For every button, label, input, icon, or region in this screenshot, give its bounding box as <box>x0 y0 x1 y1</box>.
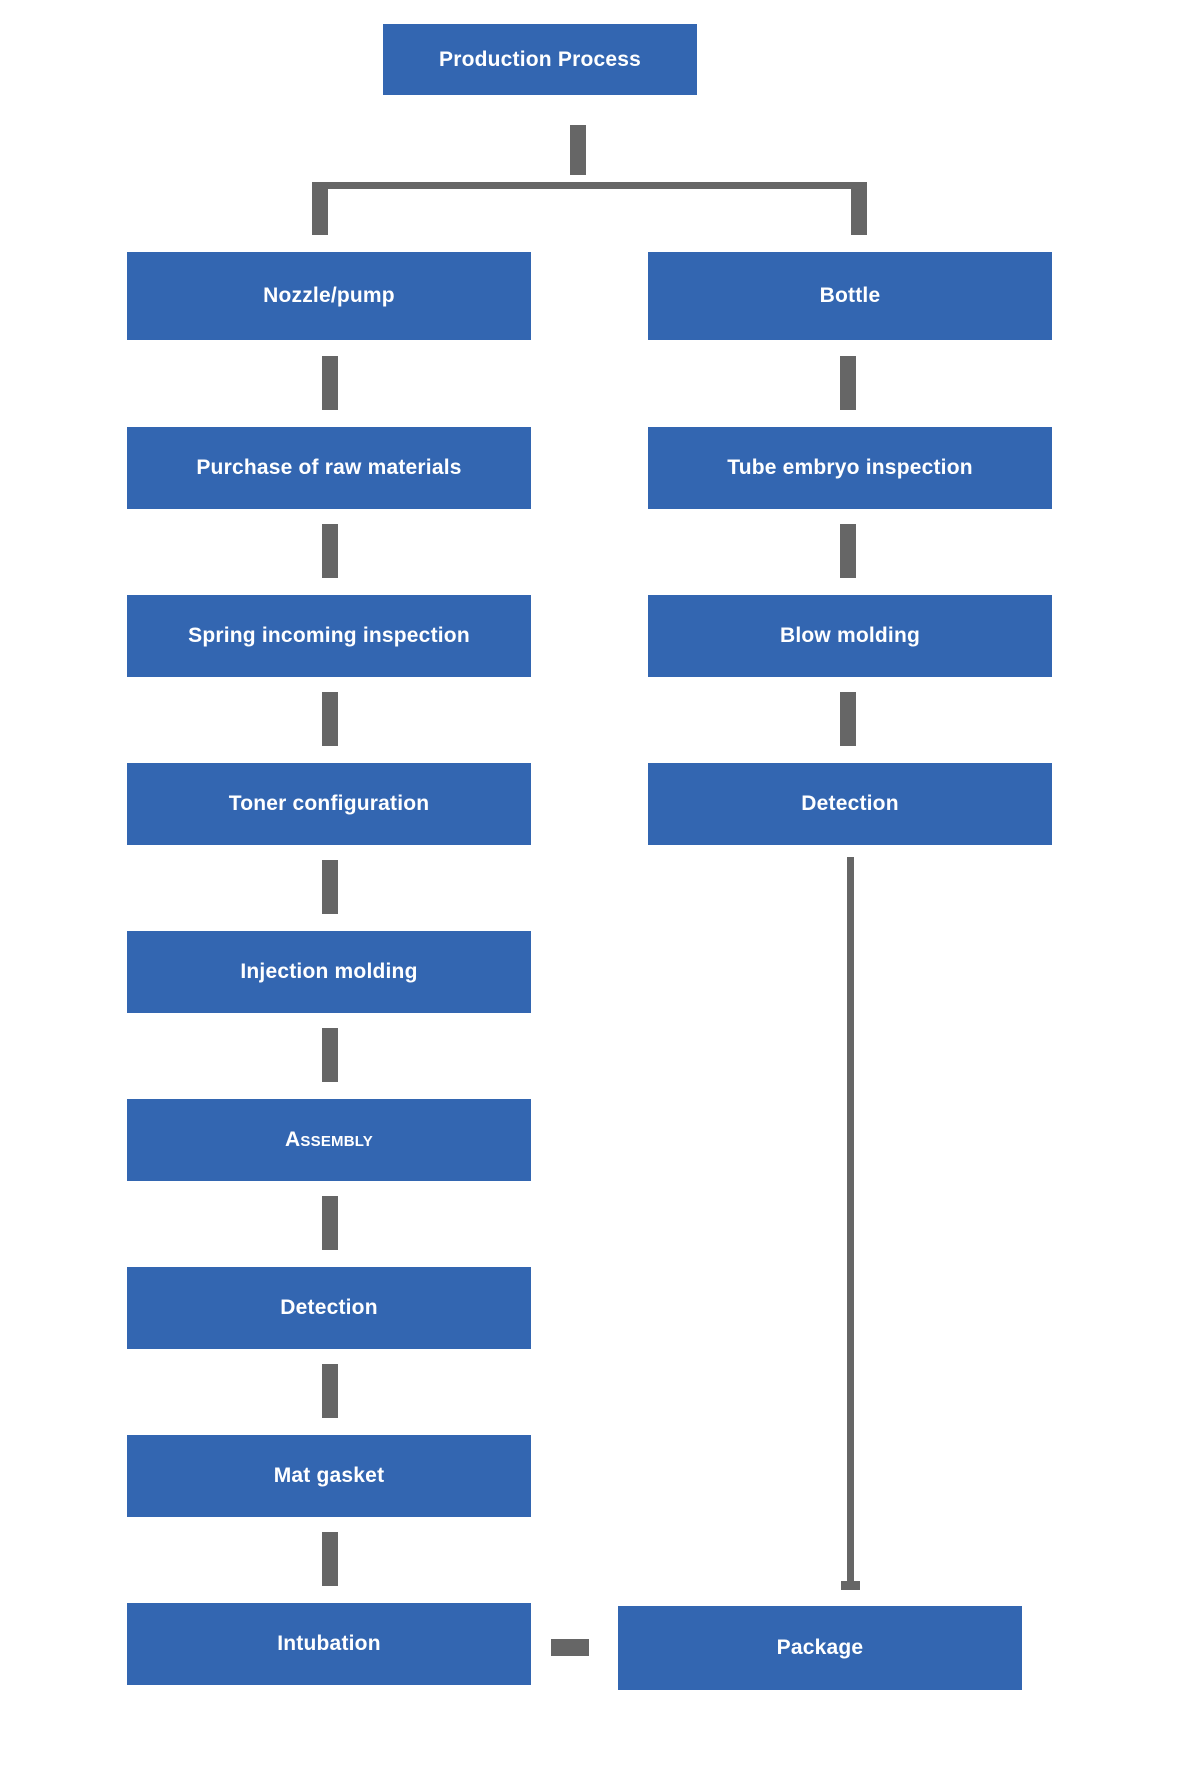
connector-left-5 <box>322 1028 338 1082</box>
connector-right-1 <box>840 356 856 410</box>
node-label: Mat gasket <box>273 1464 385 1487</box>
connector-right-branch-drop <box>851 182 867 235</box>
node-label: Detection <box>801 792 899 815</box>
node-label: Intubation <box>277 1632 381 1655</box>
node-label: Production Process <box>439 47 641 71</box>
connector-left-1 <box>322 356 338 410</box>
node-label: Bottle <box>819 284 881 307</box>
node-bottle[interactable]: Bottle <box>648 252 1052 340</box>
connector-intubation-to-package <box>551 1639 589 1656</box>
node-production-process[interactable]: Production Process <box>383 24 697 95</box>
connector-left-4 <box>322 860 338 914</box>
node-intubation[interactable]: Intubation <box>127 1603 531 1685</box>
connector-right-3 <box>840 692 856 746</box>
node-label: Package <box>776 1636 864 1659</box>
node-detection-left[interactable]: Detection <box>127 1267 531 1349</box>
node-package[interactable]: Package <box>618 1606 1022 1690</box>
node-label: Nozzle/pump <box>263 284 395 307</box>
connector-left-7 <box>322 1364 338 1418</box>
node-tube-embryo-inspection[interactable]: Tube embryo inspection <box>648 427 1052 509</box>
connector-arrow-cap <box>841 1581 860 1590</box>
node-label: Injection molding <box>240 960 418 983</box>
node-label: Blow molding <box>779 624 921 647</box>
connector-left-branch-drop <box>312 182 328 235</box>
node-purchase-of-raw-materials[interactable]: Purchase of raw materials <box>127 427 531 509</box>
node-blow-molding[interactable]: Blow molding <box>648 595 1052 677</box>
node-toner-configuration[interactable]: Toner configuration <box>127 763 531 845</box>
node-injection-molding[interactable]: Injection molding <box>127 931 531 1013</box>
node-label: Toner configuration <box>228 792 430 815</box>
node-nozzle-pump[interactable]: Nozzle/pump <box>127 252 531 340</box>
node-mat-gasket[interactable]: Mat gasket <box>127 1435 531 1517</box>
node-label: Tube embryo inspection <box>727 456 973 479</box>
connector-left-2 <box>322 524 338 578</box>
connector-right-2 <box>840 524 856 578</box>
node-assembly[interactable]: Assembly <box>127 1099 531 1181</box>
connector-root-down <box>570 125 586 175</box>
connector-left-3 <box>322 692 338 746</box>
node-detection-right[interactable]: Detection <box>648 763 1052 845</box>
connector-left-6 <box>322 1196 338 1250</box>
connector-split-horizontal <box>312 182 867 189</box>
node-label: Spring incoming inspection <box>188 624 470 647</box>
connector-left-8 <box>322 1532 338 1586</box>
node-spring-incoming-inspection[interactable]: Spring incoming inspection <box>127 595 531 677</box>
node-label: Purchase of raw materials <box>196 456 462 479</box>
node-label: Assembly <box>285 1128 373 1151</box>
node-label: Detection <box>280 1296 378 1319</box>
connector-detection-to-package <box>847 857 854 1585</box>
